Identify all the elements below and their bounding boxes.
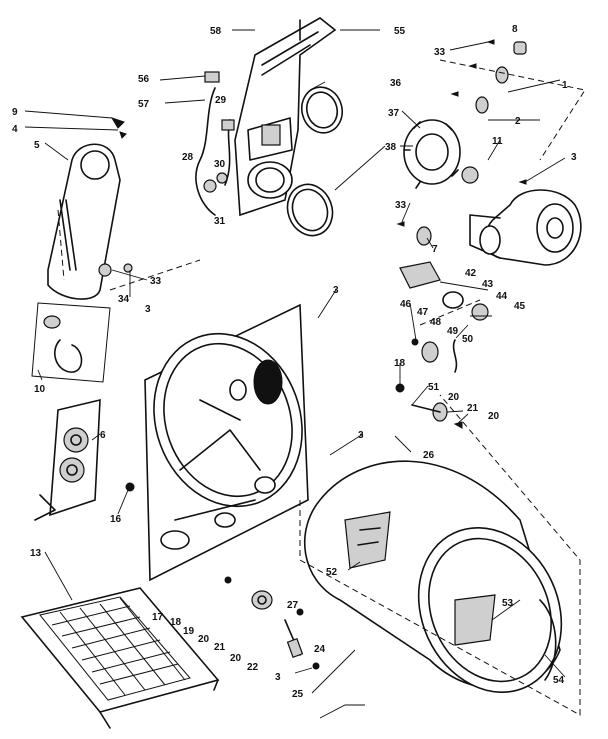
callout-54: 54	[553, 675, 565, 686]
callout-3: 3	[333, 285, 339, 296]
callout-3: 3	[358, 430, 364, 441]
callout-22: 22	[247, 662, 259, 673]
duct-gasket-rings	[286, 86, 344, 237]
callout-3: 3	[571, 152, 577, 163]
callout-51: 51	[428, 382, 440, 393]
callout-38: 38	[385, 142, 397, 153]
callout-26: 26	[423, 450, 435, 461]
callout-20: 20	[448, 392, 460, 403]
callout-33: 33	[395, 200, 407, 211]
callout-47: 47	[417, 307, 429, 318]
callout-3: 3	[145, 304, 151, 315]
callout-28: 28	[182, 152, 194, 163]
callout-21: 21	[467, 403, 479, 414]
callout-33: 33	[150, 276, 162, 287]
drum-support-roller	[224, 576, 320, 670]
front-panel	[125, 303, 309, 582]
callout-49: 49	[447, 326, 459, 337]
callout-42: 42	[465, 268, 477, 279]
callout-43: 43	[482, 279, 494, 290]
callout-56: 56	[138, 74, 150, 85]
callout-2: 2	[515, 116, 521, 127]
callout-48: 48	[430, 317, 442, 328]
callout-52: 52	[326, 567, 338, 578]
callout-37: 37	[388, 108, 400, 119]
callout-labels: 58 55 8 33 1 56 57 29 36 2 9 4 5 37 11 2…	[12, 24, 577, 700]
callout-27: 27	[287, 600, 299, 611]
callout-20: 20	[198, 634, 210, 645]
callout-55: 55	[394, 26, 406, 37]
callout-8: 8	[512, 24, 518, 35]
idler-pulley-assembly	[395, 261, 489, 429]
front-bulkhead-panel	[47, 117, 133, 300]
callout-53: 53	[502, 598, 514, 609]
callout-5: 5	[34, 140, 40, 151]
drum	[303, 460, 563, 694]
callout-44: 44	[496, 291, 508, 302]
callout-1: 1	[562, 80, 568, 91]
callout-24: 24	[314, 644, 326, 655]
callout-34: 34	[118, 294, 130, 305]
callout-33: 33	[434, 47, 446, 58]
callout-17: 17	[152, 612, 164, 623]
leader-lines	[24, 29, 566, 719]
exhaust-duct-assembly	[234, 17, 337, 217]
callout-18: 18	[394, 358, 406, 369]
callout-30: 30	[214, 159, 226, 170]
callout-45: 45	[514, 301, 526, 312]
callout-19: 19	[183, 626, 195, 637]
callout-57: 57	[138, 99, 150, 110]
callout-20: 20	[230, 653, 242, 664]
callout-4: 4	[12, 124, 18, 135]
callout-58: 58	[210, 26, 222, 37]
callout-16: 16	[110, 514, 122, 525]
fastener-hardware	[396, 39, 527, 246]
assembly-outlines	[109, 59, 586, 716]
callout-20: 20	[488, 411, 500, 422]
callout-6: 6	[100, 430, 106, 441]
callout-10: 10	[34, 384, 46, 395]
callout-46: 46	[400, 299, 412, 310]
callout-18: 18	[170, 617, 182, 628]
callout-31: 31	[214, 216, 226, 227]
door-switch-assembly	[34, 398, 101, 521]
callout-36: 36	[390, 78, 402, 89]
callout-50: 50	[462, 334, 474, 345]
toe-kick-grille	[20, 587, 220, 729]
callout-21: 21	[214, 642, 226, 653]
callout-3: 3	[275, 672, 281, 683]
blower-wheel	[403, 119, 479, 189]
drive-motor	[469, 189, 582, 266]
callout-29: 29	[215, 95, 227, 106]
wire-harness-box	[31, 302, 111, 383]
thermostat-wiring	[195, 71, 235, 216]
callout-13: 13	[30, 548, 42, 559]
callout-7: 7	[432, 244, 438, 255]
callout-25: 25	[292, 689, 304, 700]
callout-11: 11	[492, 136, 503, 147]
callout-9: 9	[12, 107, 18, 118]
